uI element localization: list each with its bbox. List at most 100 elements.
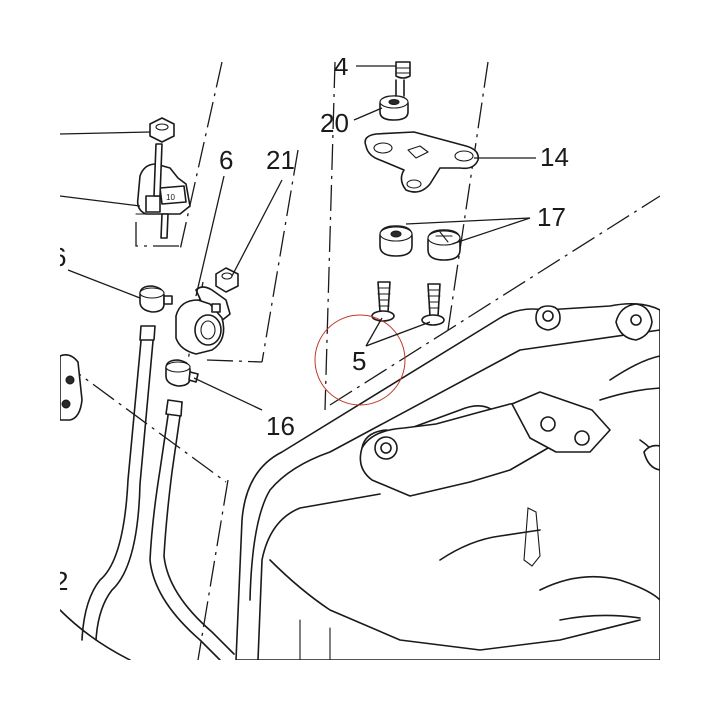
axis-line (135, 222, 184, 247)
sensor-lower-pin (160, 213, 169, 239)
sensor-body (159, 185, 187, 205)
hose-end-right (165, 399, 183, 417)
screw-5-left-shaft (377, 281, 391, 313)
axis-line (179, 61, 223, 251)
tank-contour (599, 387, 661, 401)
pump-boss-hole (540, 416, 556, 432)
tank-inner-contour (439, 529, 541, 561)
callout-16: 16 (266, 411, 295, 441)
hose-clamp-lower-rim (165, 361, 191, 373)
callout-21: 21 (266, 145, 295, 175)
hex-nut-bore (155, 123, 169, 131)
plate-14-hole (373, 142, 393, 154)
axis-line (261, 149, 299, 363)
hose-clamp-lower-tab (188, 371, 199, 383)
tank-mount-stud-hole (630, 314, 642, 326)
left-bracket-bolt (61, 399, 71, 409)
leader-20 (353, 107, 383, 121)
right-fastener-stack (364, 61, 480, 326)
tank-mount-hole (374, 436, 398, 460)
highlight-circle (314, 314, 406, 406)
hose-end-left (139, 325, 156, 341)
tank-inner-contour (559, 614, 641, 621)
leader-line (59, 131, 151, 135)
hose-clamp-upper-tab (163, 295, 173, 305)
sensor-mount-tab (145, 195, 161, 213)
axis-line (59, 359, 227, 483)
pump-boss-hole (574, 430, 590, 446)
left-edge-bracket (59, 354, 131, 661)
leader-6-left (67, 269, 141, 299)
tank-mount-hole-inner (380, 442, 392, 454)
tank-drain-tube (523, 507, 541, 567)
left-frame-edge (59, 609, 131, 661)
screw-5-left-head (371, 310, 395, 322)
screw-5-right-shaft (427, 283, 441, 317)
axis-line (447, 61, 489, 331)
fuel-tank (235, 302, 661, 661)
callout-14: 14 (540, 142, 569, 172)
callout-5: 5 (352, 346, 366, 376)
bottom-page-margin (0, 660, 720, 720)
hose-clamps (139, 285, 199, 387)
center-sensor-assembly (175, 267, 239, 355)
leader-16 (193, 377, 263, 411)
left-page-margin (0, 0, 60, 720)
callout-labels: 4 20 14 17 6 21 5 16 6 2 (52, 51, 569, 596)
axis-line (206, 359, 263, 363)
leader-21 (231, 179, 283, 277)
tank-upper-edge (249, 329, 661, 601)
screw-5-right-thread (427, 289, 441, 309)
grommet-17-right-slots (435, 231, 453, 243)
leader-5 (365, 321, 431, 347)
leader-line (59, 195, 141, 207)
tank-contour (609, 355, 661, 381)
axis-line (324, 61, 336, 411)
axis-line (197, 479, 229, 661)
hose-right-outer (149, 401, 221, 661)
sensor-stud (153, 143, 163, 197)
leader-lines (67, 65, 536, 411)
sensor-6-tab (211, 303, 221, 313)
sensor-6-face-inner (200, 320, 216, 340)
top-page-margin (0, 0, 720, 58)
upper-left-sensor-assembly: 10 (59, 117, 191, 239)
left-bracket-bolt (65, 375, 75, 385)
bracket-plate-14 (364, 131, 480, 193)
tank-side-contour (257, 493, 381, 661)
grommet-17-right-top (427, 230, 461, 246)
hose-clamp-upper-rim (139, 287, 165, 299)
tank-mount-stud (615, 303, 653, 341)
sensor-6-face (194, 314, 222, 346)
tank-lower-contour (269, 559, 641, 651)
leader-17 (451, 217, 531, 245)
leader-6 (195, 175, 225, 297)
hose-right-inner (163, 401, 235, 655)
plate-14-hole (454, 150, 474, 162)
hose-left-inner (95, 329, 155, 641)
leader-5 (365, 317, 383, 347)
axis-line (329, 195, 661, 406)
fuel-hoses (81, 325, 235, 661)
left-bracket-plate (59, 354, 83, 421)
screw-5-left-thread (377, 287, 391, 307)
tank-seam (299, 619, 331, 661)
callout-20: 20 (320, 108, 349, 138)
grommet-20-bore (388, 99, 400, 105)
hose-left-outer (81, 329, 143, 641)
tank-mount-stud (535, 305, 561, 331)
tank-inner-contour (539, 575, 661, 601)
right-page-margin (660, 0, 720, 720)
sensor-marking: 10 (166, 193, 175, 202)
bolt-4 (395, 61, 411, 79)
plate-14-center-hole (407, 145, 429, 159)
grommet-17-left-bore (390, 230, 402, 238)
center-axis-lines (59, 61, 661, 661)
plate-14-lobe-hole (406, 179, 422, 189)
leader-17 (405, 217, 531, 225)
callout-17: 17 (537, 202, 566, 232)
callout-4: 4 (334, 51, 348, 81)
tank-mount-stud-hole (542, 310, 554, 322)
